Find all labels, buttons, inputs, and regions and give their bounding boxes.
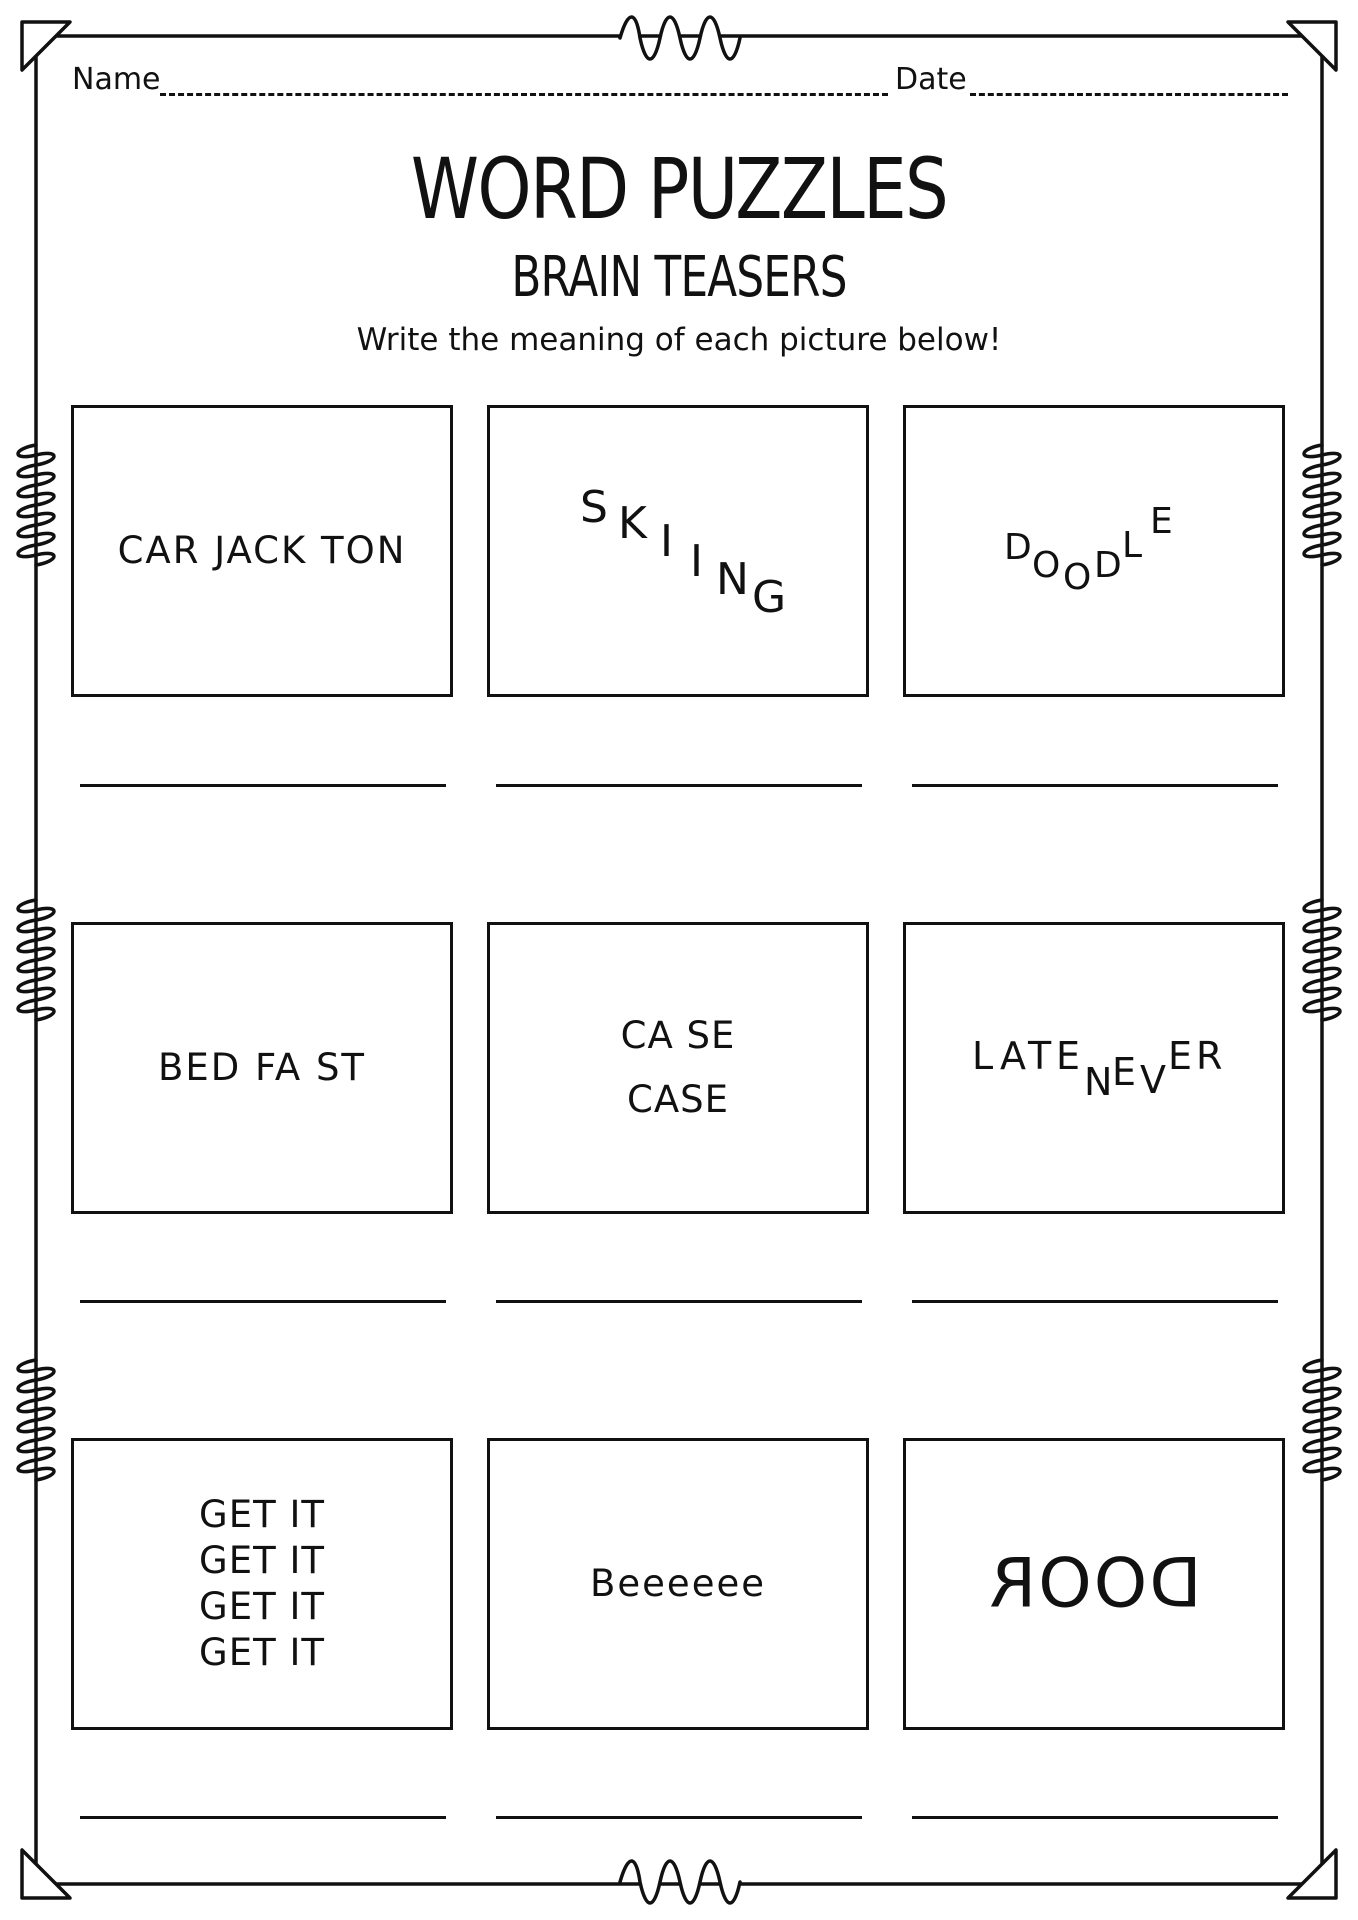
puzzle-line: GET IT [199, 1631, 325, 1674]
answer-line-6[interactable] [912, 1300, 1278, 1303]
puzzle-line: GET IT [199, 1539, 325, 1582]
border-squiggle [16, 1358, 56, 1482]
puzzle-card-8: Beeeeee [487, 1438, 869, 1730]
border-squiggle [1302, 898, 1342, 1022]
puzzle-letter: O [1032, 545, 1061, 586]
name-field[interactable] [160, 93, 888, 96]
puzzle-card-3: D O O D L E [903, 405, 1285, 697]
puzzle-card-5: CA SE CASE [487, 922, 869, 1214]
puzzle-line: CASE [626, 1078, 729, 1121]
puzzle-letter: O [1063, 557, 1092, 598]
puzzle-letter: D [1094, 545, 1122, 586]
puzzle-card-9: DOOR [903, 1438, 1285, 1730]
page-subtitle: BRAIN TEASERS [511, 245, 847, 310]
puzzle-text: BED FA ST [157, 1045, 367, 1089]
date-label: Date [895, 62, 967, 97]
puzzle-letter: D [1004, 527, 1032, 568]
border-squiggle [1302, 443, 1342, 567]
border-squiggle [16, 898, 56, 1022]
answer-line-7[interactable] [80, 1816, 446, 1819]
puzzle-text-group: GET IT GET IT GET IT GET IT [74, 1492, 450, 1676]
puzzle-letter: E [1168, 1034, 1193, 1078]
puzzle-letter: E [1150, 501, 1173, 542]
puzzle-letter: N [716, 554, 749, 605]
answer-line-8[interactable] [496, 1816, 862, 1819]
puzzle-text: CAR JACK TON [117, 528, 407, 572]
puzzle-line: GET IT [199, 1585, 325, 1628]
puzzle-letter: L [1122, 525, 1143, 566]
puzzle-letter: K [618, 498, 647, 549]
answer-line-4[interactable] [80, 1300, 446, 1303]
puzzle-letter: E [1112, 1050, 1137, 1094]
instructions: Write the meaning of each picture below! [356, 322, 1002, 358]
puzzle-letter: V [1140, 1058, 1166, 1102]
puzzle-letter: R [1196, 1034, 1223, 1078]
puzzle-text-wrap: DOOR [906, 1542, 1282, 1627]
puzzle-line: GET IT [199, 1493, 325, 1536]
puzzle-card-1: CAR JACK TON [71, 405, 453, 697]
puzzle-letter: I [660, 516, 673, 567]
page-title: WORD PUZZLES [410, 140, 949, 238]
name-label: Name [72, 62, 161, 97]
puzzle-letter: I [690, 536, 703, 587]
border-squiggle [16, 443, 56, 567]
mirrored-word: DOOR [986, 1544, 1202, 1624]
date-field[interactable] [970, 93, 1288, 96]
border-squiggle [1302, 1358, 1342, 1482]
puzzle-text-group: CA SE CASE [490, 1004, 866, 1132]
puzzle-card-7: GET IT GET IT GET IT GET IT [71, 1438, 453, 1730]
puzzle-letter: L [972, 1034, 994, 1078]
answer-line-1[interactable] [80, 784, 446, 787]
puzzle-letter: S [580, 482, 608, 533]
puzzle-text: Beeeeee [590, 1561, 766, 1605]
puzzle-letter: A [1000, 1034, 1026, 1078]
answer-line-9[interactable] [912, 1816, 1278, 1819]
puzzle-card-2: S K I I N G [487, 405, 869, 697]
answer-line-5[interactable] [496, 1300, 862, 1303]
puzzle-letter: T [1028, 1034, 1052, 1078]
puzzle-letter: N [1084, 1060, 1113, 1104]
puzzle-card-4: BED FA ST [71, 922, 453, 1214]
answer-line-3[interactable] [912, 784, 1278, 787]
puzzle-letter: E [1056, 1034, 1081, 1078]
answer-line-2[interactable] [496, 784, 862, 787]
puzzle-card-6: L A T E N E V E R [903, 922, 1285, 1214]
puzzle-line: CA SE [620, 1014, 736, 1057]
puzzle-letter: G [752, 572, 787, 623]
